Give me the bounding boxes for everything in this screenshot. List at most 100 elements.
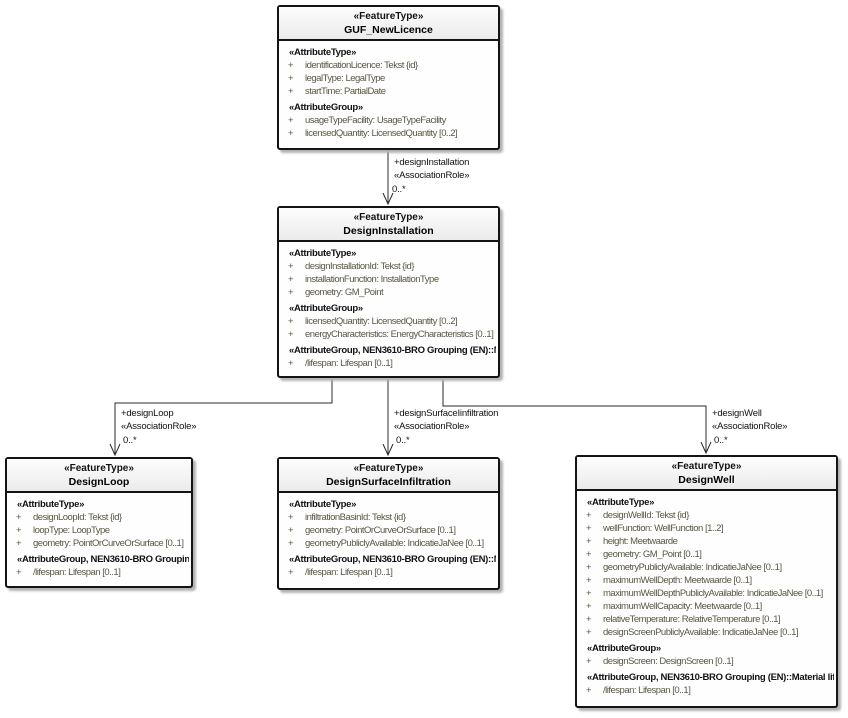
attribute-row[interactable]: +height: Meetwaarde [579, 535, 834, 548]
visibility-marker: + [586, 685, 592, 696]
association-role-name-label: +designInstallation [394, 157, 470, 168]
multiplicity-label: 0..* [396, 435, 410, 446]
attribute-text: /lifespan: Lifespan [0..1] [603, 685, 691, 696]
attribute-row[interactable]: +geometry: PointOrCurveOrSurface [0..1] [281, 524, 496, 537]
attributes-compartment: «AttributeType»+designInstallationId: Te… [279, 242, 498, 372]
compartment-heading: «AttributeGroup» [587, 643, 661, 654]
attribute-text: geometry: GM_Point [0..1] [603, 549, 702, 560]
compartment-heading: «AttributeType» [587, 497, 655, 508]
attribute-row[interactable]: +energyCharacteristics: EnergyCharacteri… [281, 328, 496, 341]
attribute-text: wellFunction: WellFunction [1..2] [603, 523, 724, 534]
attribute-row[interactable]: + maximumWellCapacity: Meetwaarde [0..1] [579, 600, 834, 613]
association-role-name-label: +designSurfaceIinfiltration [394, 408, 499, 419]
attribute-row[interactable]: +infiltrationBasinId: Tekst {id} [281, 511, 496, 524]
compartment-heading: «AttributeGroup, NEN3610-BRO Grouping (E… [289, 554, 496, 565]
attribute-row[interactable]: +geometry: PointOrCurveOrSurface [0..1] [9, 537, 189, 550]
compartment-heading: «AttributeType» [289, 499, 357, 510]
attribute-text: /lifespan: Lifespan [0..1] [305, 358, 393, 369]
attributes-compartment: «AttributeType»+identificationLicence: T… [279, 41, 498, 142]
attribute-text: geometryPubliclyAvailable: IndicatieJaNe… [603, 562, 782, 573]
attribute-row[interactable]: +designScreen: DesignScreen [0..1] [579, 655, 834, 668]
attribute-row[interactable]: +licensedQuantity: LicensedQuantity [0..… [281, 315, 496, 328]
visibility-marker: + [586, 536, 592, 547]
attribute-row[interactable]: +designInstallationId: Tekst {id} [281, 260, 496, 273]
visibility-marker: + [288, 358, 294, 369]
attributes-compartment: «AttributeType» + designWellId: Tekst {id}… [577, 491, 836, 699]
attribute-text: designWellId: Tekst {id} [603, 510, 689, 521]
compartment-heading: «AttributeGroup, NEN3610-BRO Grouping (E… [587, 672, 834, 683]
visibility-marker: + [288, 128, 294, 139]
class-header: «FeatureType»DesignSurfaceInfiltration [279, 459, 498, 493]
attribute-row[interactable]: +geometry: GM_Point [0..1] [579, 548, 834, 561]
attribute-text: startTime: PartialDate [305, 86, 386, 97]
visibility-marker: + [288, 567, 294, 578]
class-header: «FeatureType» GUF_NewLicence [279, 7, 498, 41]
attribute-row[interactable]: +usageTypeFacility: UsageTypeFacility [281, 114, 496, 127]
visibility-marker: + [586, 601, 592, 612]
association-role-name-label: +designLoop [121, 408, 174, 419]
visibility-marker: + [288, 525, 294, 536]
visibility-marker: + [288, 287, 294, 298]
attribute-row[interactable]: +relativeTemperature: RelativeTemperatur… [579, 613, 834, 626]
attribute-row[interactable]: + licensedQuantity: LicensedQuantity [0..… [281, 127, 496, 140]
attribute-text: maximumWellCapacity: Meetwaarde [0..1] [603, 601, 762, 612]
visibility-marker: + [586, 575, 592, 586]
attribute-row[interactable]: +legalType: LegalType [281, 72, 496, 85]
visibility-marker: + [586, 510, 592, 521]
attribute-text: geometryPubliclyAvailable: IndicatieJaNe… [305, 538, 484, 549]
visibility-marker: + [288, 538, 294, 549]
multiplicity-label: 0..* [123, 435, 137, 446]
attributes-compartment: «AttributeType»+infiltrationBasinId: Tek… [279, 493, 498, 581]
attribute-row[interactable]: +installationFunction: InstallationType [281, 273, 496, 286]
attribute-row[interactable]: +geometryPubliclyAvailable: IndicatieJaN… [579, 561, 834, 574]
visibility-marker: + [16, 525, 22, 536]
association-stereotype-label: «AssociationRole» [394, 421, 470, 432]
visibility-marker: + [16, 567, 22, 578]
compartment-heading: «AttributeType» [289, 248, 357, 259]
attribute-row[interactable]: + /lifespan: Lifespan [0..1] [579, 684, 834, 697]
attribute-row[interactable]: +identificationLicence: Tekst {id} [281, 59, 496, 72]
attribute-row[interactable]: +startTime: PartialDate [281, 85, 496, 98]
compartment-heading: «AttributeType» [17, 499, 85, 510]
uml-class-box-guf-newlicence[interactable]: «FeatureType» GUF_NewLicence «AttributeTyp… [277, 5, 500, 150]
attribute-row[interactable]: +wellFunction: WellFunction [1..2] [579, 522, 834, 535]
attribute-row[interactable]: + /lifespan: Lifespan [0..1] [281, 566, 496, 579]
visibility-marker: + [586, 588, 592, 599]
attribute-row[interactable]: + geometryPubliclyAvailable: IndicatieJaN… [281, 537, 496, 550]
attribute-row[interactable]: +geometry: GM_Point [281, 286, 496, 299]
attribute-row[interactable]: +designScreenPubliclyAvailable: Indicati… [579, 626, 834, 639]
uml-class-box-design-well[interactable]: «FeatureType»DesignWell«AttributeType»+d… [575, 455, 838, 708]
compartment-heading: «AttributeGroup» [289, 303, 363, 314]
attribute-row[interactable]: +/lifespan: Lifespan [0..1] [9, 566, 189, 579]
attribute-row[interactable]: + /lifespan: Lifespan [0..1] [281, 357, 496, 370]
compartment-heading: «AttributeGroup» [289, 102, 363, 113]
open-arrowhead-icon [109, 443, 121, 457]
visibility-marker: + [586, 627, 592, 638]
attribute-text: legalType: LegalType [305, 73, 385, 84]
attribute-text: infiltrationBasinId: Tekst {id} [305, 512, 406, 523]
attribute-text: designLoopId: Tekst {id} [33, 512, 122, 523]
attribute-row[interactable]: +loopType: LoopType [9, 524, 189, 537]
uml-class-box-design-loop[interactable]: «FeatureType»DesignLoop«AttributeType»+d… [5, 457, 193, 588]
visibility-marker: + [16, 538, 22, 549]
uml-class-box-design-surface-infiltration[interactable]: «FeatureType»DesignSurfaceInfiltration «A… [277, 457, 500, 590]
compartment-heading: «AttributeType» [289, 47, 357, 58]
attribute-row[interactable]: +maximumWellDepth: Meetwaarde [0..1] [579, 574, 834, 587]
class-stereotype: «FeatureType» [353, 11, 424, 22]
attribute-text: licensedQuantity: LicensedQuantity [0..2… [305, 128, 458, 139]
attribute-text: licensedQuantity: LicensedQuantity [0..2… [305, 316, 458, 327]
attribute-row[interactable]: +designLoopId: Tekst {id} [9, 511, 189, 524]
attribute-text: /lifespan: Lifespan [0..1] [305, 567, 393, 578]
class-name: GUF_NewLicence [344, 24, 433, 36]
attribute-row[interactable]: + designWellId: Tekst {id} [579, 509, 834, 522]
class-name: DesignInstallation [343, 225, 434, 237]
class-name: DesignLoop [68, 476, 130, 488]
class-header: «FeatureType»DesignLoop [7, 459, 191, 493]
compartment-heading: «AttributeGroup, NEN3610-BRO Grouping (E… [289, 345, 496, 356]
attribute-text: maximumWellDepthPubliclyAvailable: Indic… [603, 588, 823, 599]
class-header: «FeatureType» DesignInstallation [279, 208, 498, 242]
attribute-row[interactable]: + maximumWellDepthPubliclyAvailable: Indi… [579, 587, 834, 600]
uml-class-box-design-installation[interactable]: «FeatureType» DesignInstallation «Attribut… [277, 206, 500, 378]
class-stereotype: «FeatureType» [353, 212, 424, 223]
attributes-compartment: «AttributeType»+designLoopId: Tekst {id}… [7, 493, 191, 581]
